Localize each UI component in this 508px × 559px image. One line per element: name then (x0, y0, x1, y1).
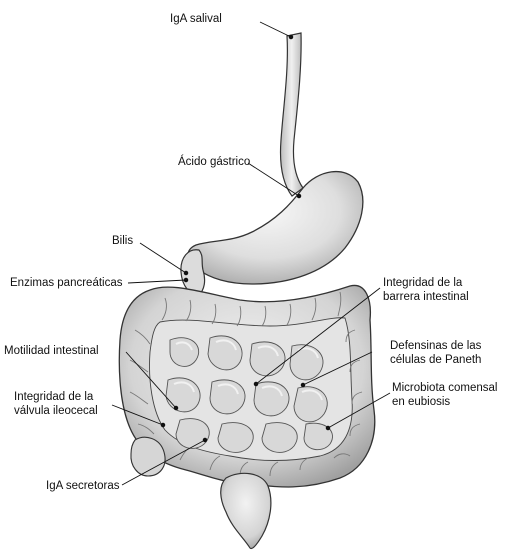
leader-iga-secretoras (121, 439, 206, 486)
leader-microbiota (327, 392, 391, 429)
leader-enzimas (127, 279, 187, 284)
label-iga-salival: IgA salival (170, 13, 222, 25)
stomach (187, 170, 364, 285)
label-defensinas: Defensinas de las células de Paneth (390, 340, 482, 366)
label-iga-secretoras: IgA secretoras (46, 480, 120, 492)
leader-motilidad (125, 351, 177, 409)
haustra-ridges (129, 291, 363, 477)
label-integridad-barrera: Integridad de la barrera intestinal (383, 277, 469, 303)
leader-lines (111, 21, 391, 486)
label-motilidad: Motilidad intestinal (4, 345, 99, 357)
leader-defensinas (302, 351, 373, 386)
label-acido-gastrico: Ácido gástrico (178, 156, 251, 168)
leader-barrera (255, 287, 381, 385)
rectum (220, 472, 272, 550)
label-bilis: Bilis (112, 235, 134, 247)
label-microbiota: Microbiota comensal en eubiosis (392, 382, 498, 408)
coil-highlights (173, 339, 323, 401)
leader-iga-salival (259, 21, 292, 38)
leader-acido-gastrico (247, 162, 300, 197)
leader-bilis (139, 242, 187, 274)
esophagus (279, 32, 304, 197)
label-valvula-ileocecal: Integridad de la válvula ileocecal (14, 391, 98, 417)
label-enzimas-pancreaticas: Enzimas pancreáticas (10, 277, 123, 289)
leader-valvula (111, 404, 164, 426)
